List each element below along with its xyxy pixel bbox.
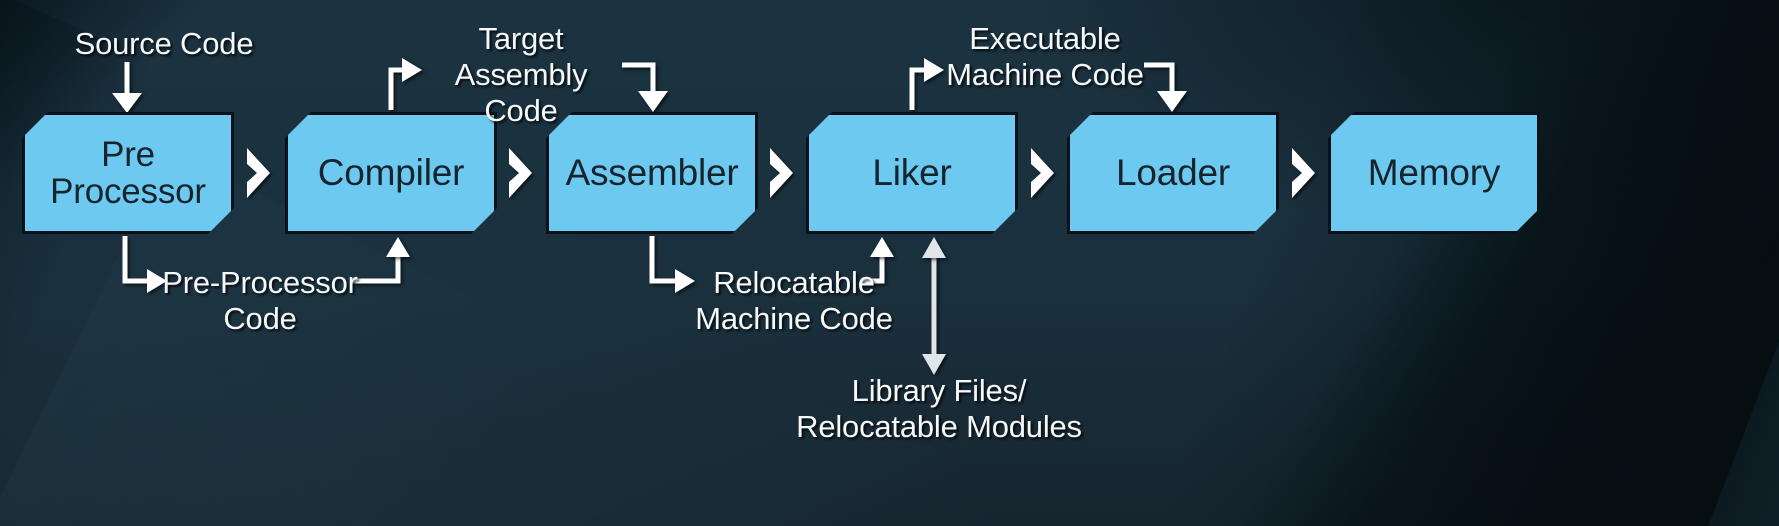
annotation-executable-machine-code: Executable Machine Code (946, 21, 1144, 92)
annotation-pre-processor-code: Pre-Processor Code (162, 265, 358, 336)
chevron-right-icon (1027, 146, 1057, 200)
chevron-right-icon (505, 146, 535, 200)
arrow-liker-to-executable (909, 58, 944, 110)
stage-pre-processor-label: Pre Processor (50, 134, 206, 211)
chevron-right-icon (766, 146, 796, 200)
background-diagonal-left (0, 0, 155, 526)
arrow-library-to-liker (922, 237, 946, 375)
stage-loader[interactable]: Loader (1067, 112, 1279, 234)
stage-assembler-label: Assembler (565, 152, 739, 194)
stage-liker[interactable]: Liker (806, 112, 1018, 234)
arrow-compiler-to-target (388, 58, 422, 110)
stage-loader-label: Loader (1115, 152, 1230, 194)
annotation-library-files: Library Files/ Relocatable Modules (796, 373, 1082, 444)
chevron-right-icon (1288, 146, 1318, 200)
stage-memory-label: Memory (1367, 152, 1501, 194)
stage-liker-label: Liker (872, 152, 952, 194)
arrow-target-to-assembler (622, 62, 668, 112)
arrow-source-to-preprocessor (112, 62, 142, 113)
arrow-assembler-to-reloc (649, 236, 695, 293)
arrow-executable-to-loader (1144, 62, 1187, 112)
background-diagonal-right (1078, 0, 1779, 526)
stage-assembler[interactable]: Assembler (546, 112, 758, 234)
stage-compiler-label: Compiler (317, 152, 465, 194)
annotation-target-assembly-code: Target Assembly Code (454, 21, 588, 128)
stage-pre-processor[interactable]: Pre Processor (22, 112, 234, 234)
stage-memory[interactable]: Memory (1328, 112, 1540, 234)
annotation-source-code: Source Code (74, 26, 254, 61)
stage-compiler[interactable]: Compiler (285, 112, 497, 234)
chevron-right-icon (243, 146, 273, 200)
annotation-relocatable-machine-code: Relocatable Machine Code (695, 265, 893, 336)
